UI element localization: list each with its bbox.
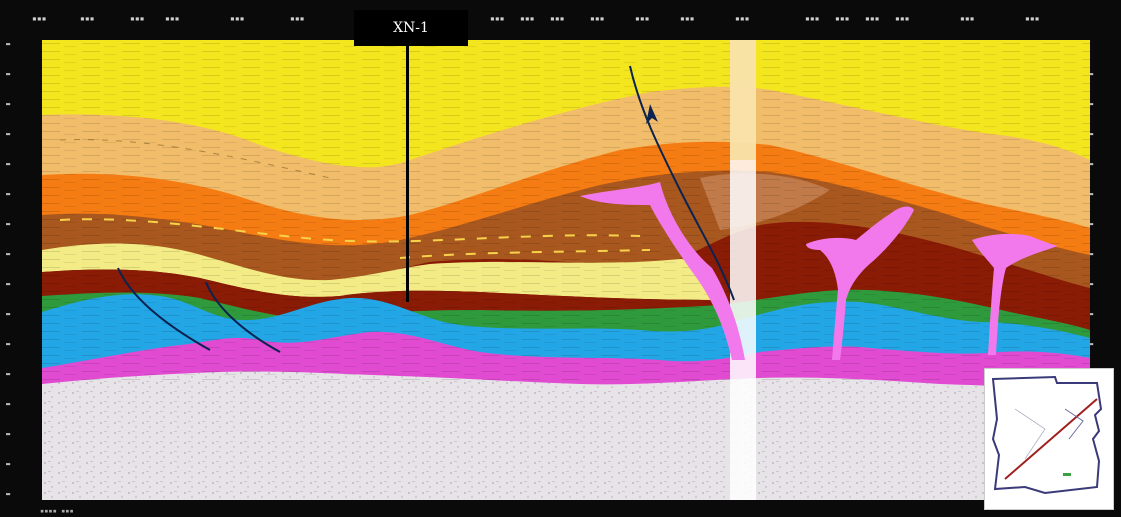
top-trace-axis: ▪▪▪ ▪▪▪ ▪▪▪ ▪▪▪ ▪▪▪ ▪▪▪ ▪▪▪ ▪▪▪ ▪▪▪ ▪▪▪ … (30, 14, 1091, 32)
basement-texture (42, 371, 1090, 500)
top-tick: ▪▪▪ (550, 14, 565, 23)
right-time-axis: ▬ ▬ ▬ ▬ ▬ ▬ ▬ ▬ ▬ ▬ (1089, 70, 1094, 348)
well-label-xn-1: XN-1 (354, 10, 468, 46)
fault-arrow (646, 104, 658, 124)
intrusion-main (580, 182, 745, 360)
intrusion-right-2 (972, 233, 1058, 355)
reflector-streaks (42, 40, 1090, 380)
top-tick: ▪▪▪ (1025, 14, 1040, 23)
top-tick: ▪▪▪ (735, 14, 750, 23)
marker-horizon (59, 218, 641, 243)
top-tick: ▪▪▪ (165, 14, 180, 23)
location-map-inset (984, 368, 1114, 510)
top-tick: ▪▪▪ (895, 14, 910, 23)
top-tick: ▪▪▪ (520, 14, 535, 23)
top-tick: ▪▪▪ (130, 14, 145, 23)
top-tick: ▪▪▪ (865, 14, 880, 23)
fault-line (117, 267, 211, 351)
top-tick: ▪▪▪ (805, 14, 820, 23)
intrusion-right-1 (806, 206, 914, 360)
bottom-status-bar: ▪▪▪▪ ▪▪▪ (40, 507, 74, 515)
top-tick: ▪▪▪ (230, 14, 245, 23)
fault-line (205, 281, 281, 353)
top-tick: ▪▪▪ (635, 14, 650, 23)
top-tick: ▪▪▪ (590, 14, 605, 23)
marker-horizon (399, 249, 651, 259)
location-map-icon (991, 375, 1103, 495)
top-tick: ▪▪▪ (835, 14, 850, 23)
top-tick: ▪▪▪ (680, 14, 695, 23)
top-tick: ▪▪▪ (960, 14, 975, 23)
data-gap-stripe-upper (730, 40, 756, 160)
fault-line (629, 65, 735, 301)
top-tick: ▪▪▪ (490, 14, 505, 23)
left-time-axis: ▬ ▬ ▬ ▬ ▬ ▬ ▬ ▬ ▬ ▬ ▬ ▬ ▬ ▬ ▬ ▬ (6, 40, 11, 498)
well-trajectory (406, 44, 409, 302)
marker-horizon (59, 139, 331, 179)
top-tick: ▪▪▪ (290, 14, 305, 23)
top-tick: ▪▪▪ (80, 14, 95, 23)
top-tick: ▪▪▪ (32, 14, 47, 23)
